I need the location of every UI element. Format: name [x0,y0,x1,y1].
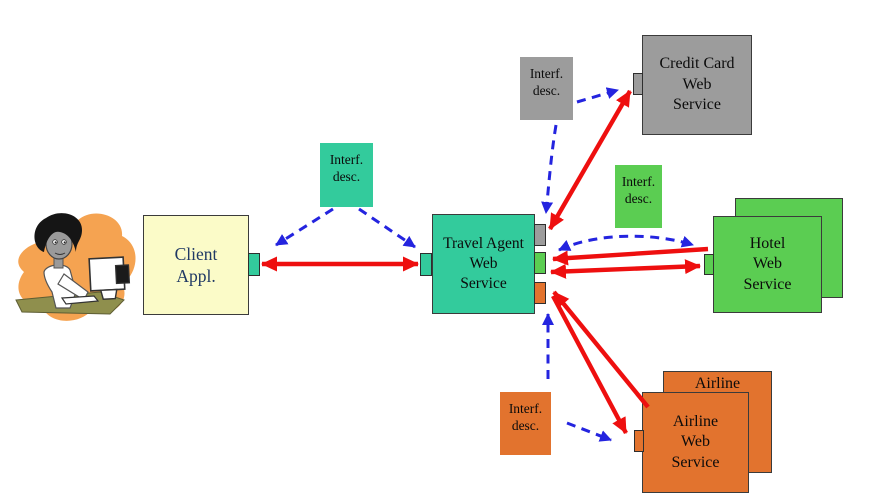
interf-desc-label-line1: Interf. [621,174,656,189]
interf-desc-label-line2: desc. [624,190,653,206]
person-mouth [54,252,66,255]
travel-agent-hotel-port [534,252,546,274]
airline-label-line1: Airline [672,412,719,430]
interf-desc-label-line1: Interf. [329,152,364,167]
interface-description-note-client-travel: Interf. desc. [320,143,373,207]
hotel-label-line1: Hotel [749,234,786,252]
credit-card-label-line2: Web [682,75,712,93]
person-at-computer-clipart [15,213,136,321]
airline-back-label-line1: Airline [694,375,741,392]
interface-description-note-hotel: Interf. desc. [615,165,662,228]
arrow-hotel-to-travel-agent [552,246,709,266]
client-label-line2: Appl. [176,266,216,286]
interf-desc-label-line2: desc. [332,168,361,184]
travel-agent-label-line3: Service [460,274,507,292]
credit-card-web-service-box: Credit Card Web Service [642,35,752,135]
dashed-interf-travel-agent-hotel [558,234,694,252]
hotel-label-line3: Service [743,275,792,293]
dashed-interf-to-client-port [275,207,334,247]
client-application-box: Client Appl. [143,215,249,315]
person-pupil-right [63,241,66,244]
interface-description-note-airline: Interf. desc. [500,392,551,455]
person-pupil-left [54,241,57,244]
arrow-airline-to-travel-agent [552,290,650,409]
interface-description-note-credit-card: Interf. desc. [520,57,573,120]
dashed-interf-to-travel-agent-port [358,207,416,249]
hotel-label-line2: Web [753,255,782,273]
interf-desc-label-line2: desc. [532,82,561,98]
client-port [248,253,260,276]
dashed-interf-to-travel-agent-gray-port [541,124,558,214]
travel-agent-label-line2: Web [469,255,498,273]
travel-agent-web-service-box: Travel Agent Web Service [432,214,535,314]
interf-desc-label-line1: Interf. [529,66,564,81]
travel-agent-label-line1: Travel Agent [443,235,524,253]
arrow-travel-agent-to-airline [551,294,628,435]
credit-card-label-line1: Credit Card [659,55,735,73]
travel-agent-left-port [420,253,432,276]
airline-port [634,430,644,452]
person-hair [34,213,82,252]
airline-label-line2: Web [681,433,710,451]
dashed-interf-to-credit-card-port [576,87,619,104]
interf-desc-label-line1: Interf. [508,401,543,416]
credit-card-port [633,73,643,95]
credit-card-label-line3: Service [673,96,721,114]
airline-web-service-box: Airline Web Service [642,392,749,493]
client-label-line1: Client [174,243,218,264]
hotel-web-service-box: Hotel Web Service [713,216,822,313]
interf-desc-label-line2: desc. [511,417,540,433]
arrow-travel-agent-to-hotel [550,259,701,279]
travel-agent-airline-port [534,282,546,304]
hotel-port [704,254,714,275]
keyboard [60,295,100,305]
travel-agent-credit-card-port [534,224,546,246]
airline-label-line3: Service [671,453,720,471]
dashed-interf-to-airline-port [566,421,612,442]
computer-monitor [88,256,131,300]
